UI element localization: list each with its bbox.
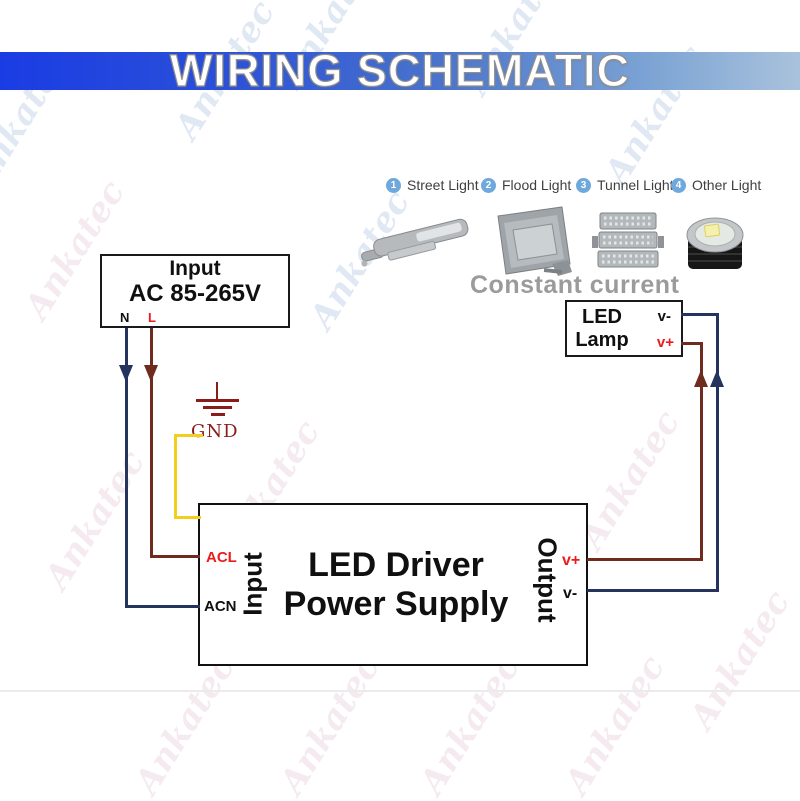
driver-vplus-label: v+ bbox=[562, 552, 581, 569]
terminal-n-label: N bbox=[120, 310, 130, 325]
watermark-text: Ankatec bbox=[272, 648, 388, 801]
legend-item-flood-light: 2 Flood Light bbox=[481, 177, 571, 193]
wire-vplus-vertical bbox=[700, 344, 703, 561]
number-4-badge: 4 bbox=[671, 177, 686, 193]
wire-vplus-to-lamp bbox=[681, 342, 703, 345]
legend-label: Flood Light bbox=[502, 177, 572, 193]
wire-vminus-from-driver bbox=[587, 589, 719, 592]
legend-label: Other Light bbox=[692, 177, 762, 193]
tunnel-light-image bbox=[592, 212, 664, 268]
wire-ground-top bbox=[174, 434, 203, 437]
driver-title-line1: LED Driver bbox=[308, 546, 484, 584]
lamp-vminus-label: v- bbox=[657, 308, 671, 325]
ground-symbol-bar2 bbox=[203, 406, 232, 409]
watermark-text: Ankatec bbox=[682, 583, 798, 737]
lamp-vplus-label: v+ bbox=[656, 334, 674, 351]
ground-symbol-stem bbox=[216, 382, 218, 400]
ac-input-voltage: AC 85-265V bbox=[128, 280, 262, 307]
legend-label: Street Light bbox=[407, 177, 479, 193]
wire-live-to-acl bbox=[150, 555, 200, 558]
wire-vplus-from-driver bbox=[587, 558, 703, 561]
wire-live-vertical bbox=[150, 328, 153, 558]
wire-vminus-to-lamp bbox=[681, 313, 719, 316]
led-lamp-line1: LED bbox=[582, 305, 622, 328]
wire-ground-to-driver bbox=[174, 516, 201, 519]
legend-label: Tunnel Light bbox=[597, 177, 674, 193]
terminal-l-label: L bbox=[148, 310, 156, 325]
driver-output-side-label: Output bbox=[532, 537, 563, 623]
ground-symbol-bar1 bbox=[196, 399, 239, 402]
watermark-text: Ankatec bbox=[37, 443, 153, 597]
driver-acn-label: ACN bbox=[204, 598, 237, 615]
other-light-image bbox=[686, 217, 744, 269]
legend-item-other-light: 4 Other Light bbox=[671, 177, 761, 193]
title-banner: WIRING SCHEMATIC bbox=[0, 45, 800, 96]
street-light-image bbox=[361, 218, 469, 267]
number-3-badge: 3 bbox=[576, 177, 591, 193]
ac-input-title: Input bbox=[169, 257, 221, 280]
watermark-text: Ankatec bbox=[572, 403, 688, 557]
led-lamp-line2: Lamp bbox=[575, 328, 629, 351]
arrow-down-neutral bbox=[119, 365, 133, 382]
number-1-badge: 1 bbox=[386, 177, 401, 193]
driver-title: LED Driver Power Supply bbox=[262, 546, 530, 624]
driver-acl-label: ACL bbox=[206, 549, 237, 566]
ground-symbol-bar3 bbox=[211, 413, 225, 416]
led-lamp-title: LED Lamp bbox=[567, 302, 637, 355]
led-lamp-box: LED Lamp v- v+ bbox=[565, 300, 683, 357]
arrow-up-vplus bbox=[694, 370, 708, 387]
divider-line bbox=[0, 690, 800, 692]
driver-vminus-label: v- bbox=[563, 585, 578, 602]
flood-light-image bbox=[497, 206, 572, 276]
watermark-text: Ankatec bbox=[127, 648, 243, 801]
legend-item-street-light: 1 Street Light bbox=[386, 177, 479, 193]
constant-current-caption: Constant current bbox=[470, 271, 680, 299]
arrow-down-live bbox=[144, 365, 158, 382]
wire-vminus-vertical bbox=[716, 314, 719, 592]
ac-input-box: Input AC 85-265V N L bbox=[100, 254, 290, 328]
wire-neutral-vertical bbox=[125, 328, 128, 608]
watermark-text: Ankatec bbox=[557, 648, 673, 801]
number-2-badge: 2 bbox=[481, 177, 496, 193]
arrow-up-vminus bbox=[710, 370, 724, 387]
wire-ground-vertical bbox=[174, 434, 177, 519]
page-title: WIRING SCHEMATIC bbox=[169, 45, 631, 96]
wire-neutral-to-acn bbox=[125, 605, 200, 608]
driver-title-line2: Power Supply bbox=[283, 585, 509, 623]
led-driver-box: ACL ACN Input LED Driver Power Supply Ou… bbox=[198, 503, 588, 666]
watermark-text: Ankatec bbox=[412, 648, 528, 801]
gnd-label: GND bbox=[191, 421, 239, 442]
legend-item-tunnel-light: 3 Tunnel Light bbox=[576, 177, 674, 193]
